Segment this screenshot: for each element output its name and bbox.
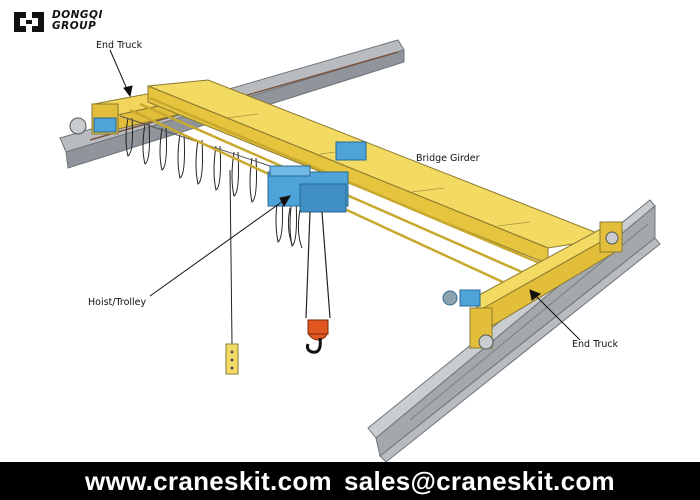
logo-line-1: DONGQI bbox=[52, 9, 103, 21]
pendant-control bbox=[225, 169, 239, 375]
leader-hoist-trolley bbox=[149, 195, 291, 297]
hoist-trolley bbox=[267, 141, 367, 319]
logo-wordmark: DONGQI GROUP bbox=[52, 10, 103, 32]
website-link[interactable]: www.craneskit.com bbox=[85, 465, 332, 496]
dongqi-logo-icon bbox=[14, 12, 44, 32]
bridge-girder bbox=[147, 79, 612, 265]
contact-footer: www.craneskit.com sales@craneskit.com bbox=[0, 462, 700, 500]
label-end-truck-top: End Truck bbox=[96, 40, 143, 51]
leader-end-truck-bottom bbox=[529, 289, 581, 341]
dongqi-logo: DONGQI GROUP bbox=[12, 10, 132, 34]
label-bridge-girder: Bridge Girder bbox=[416, 153, 480, 164]
leader-lines bbox=[109, 49, 581, 341]
label-end-truck-bottom: End Truck bbox=[572, 339, 619, 350]
hook-block bbox=[306, 319, 329, 354]
near-end-truck bbox=[442, 221, 624, 350]
logo-line-2: GROUP bbox=[52, 20, 97, 32]
email-link[interactable]: sales@craneskit.com bbox=[343, 465, 615, 496]
label-hoist-trolley: Hoist/Trolley bbox=[88, 297, 147, 308]
